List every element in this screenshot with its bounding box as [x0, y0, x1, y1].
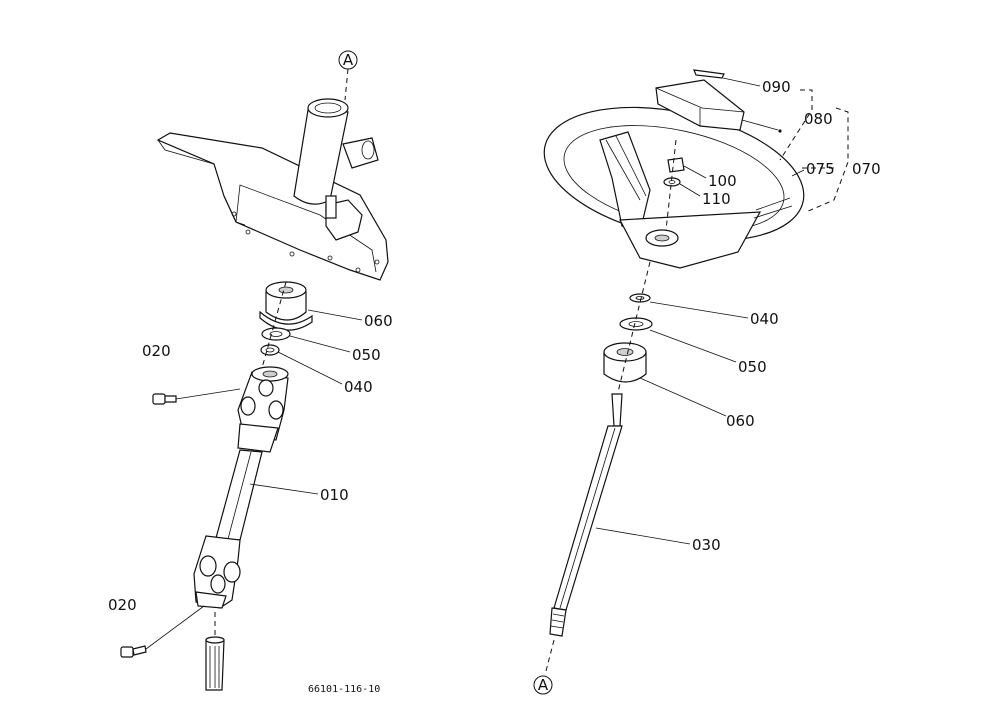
center-nut: [667, 157, 685, 173]
upper-universal-joint: [237, 366, 289, 453]
lower-universal-joint: [193, 535, 241, 609]
label-040-right: 040: [750, 310, 779, 328]
bushing-left: [259, 281, 313, 331]
reference-marker-a-bottom-label: A: [538, 676, 549, 694]
label-080: 080: [804, 110, 833, 128]
label-020-upper: 020: [142, 342, 171, 360]
emblem: [693, 69, 725, 79]
label-075: 075: [806, 160, 835, 178]
figure-code: 66101-116-10: [308, 684, 380, 695]
reference-marker-a-top: A: [338, 50, 358, 101]
column-tube: [293, 98, 379, 241]
label-110: 110: [702, 190, 731, 208]
label-020-lower: 020: [108, 596, 137, 614]
reference-marker-a-top-label: A: [343, 51, 354, 69]
bolt-upper: [152, 388, 241, 405]
reference-marker-a-bottom: A: [533, 639, 555, 695]
label-060-right: 060: [726, 412, 755, 430]
label-060-left: 060: [364, 312, 393, 330]
nut-right: [629, 293, 651, 303]
horn-cap: [655, 79, 745, 131]
column-bracket: [156, 132, 389, 281]
bushing-right: [603, 342, 647, 383]
label-090: 090: [762, 78, 791, 96]
label-030: 030: [692, 536, 721, 554]
label-050-left: 050: [352, 346, 381, 364]
label-010: 010: [320, 486, 349, 504]
nut-left: [260, 344, 280, 356]
label-100: 100: [708, 172, 737, 190]
washer-left: [261, 327, 291, 341]
label-050-right: 050: [738, 358, 767, 376]
assembly-bracket: [779, 89, 849, 213]
spline-stub: [205, 612, 225, 691]
steering-wheel: [543, 106, 805, 269]
bolt-lower: [120, 605, 205, 658]
leader-lines: [249, 77, 805, 545]
intermediate-shaft: [215, 449, 263, 541]
washer-right: [619, 317, 653, 331]
label-040-left: 040: [344, 378, 373, 396]
label-070: 070: [852, 160, 881, 178]
steering-shaft: [549, 393, 623, 637]
